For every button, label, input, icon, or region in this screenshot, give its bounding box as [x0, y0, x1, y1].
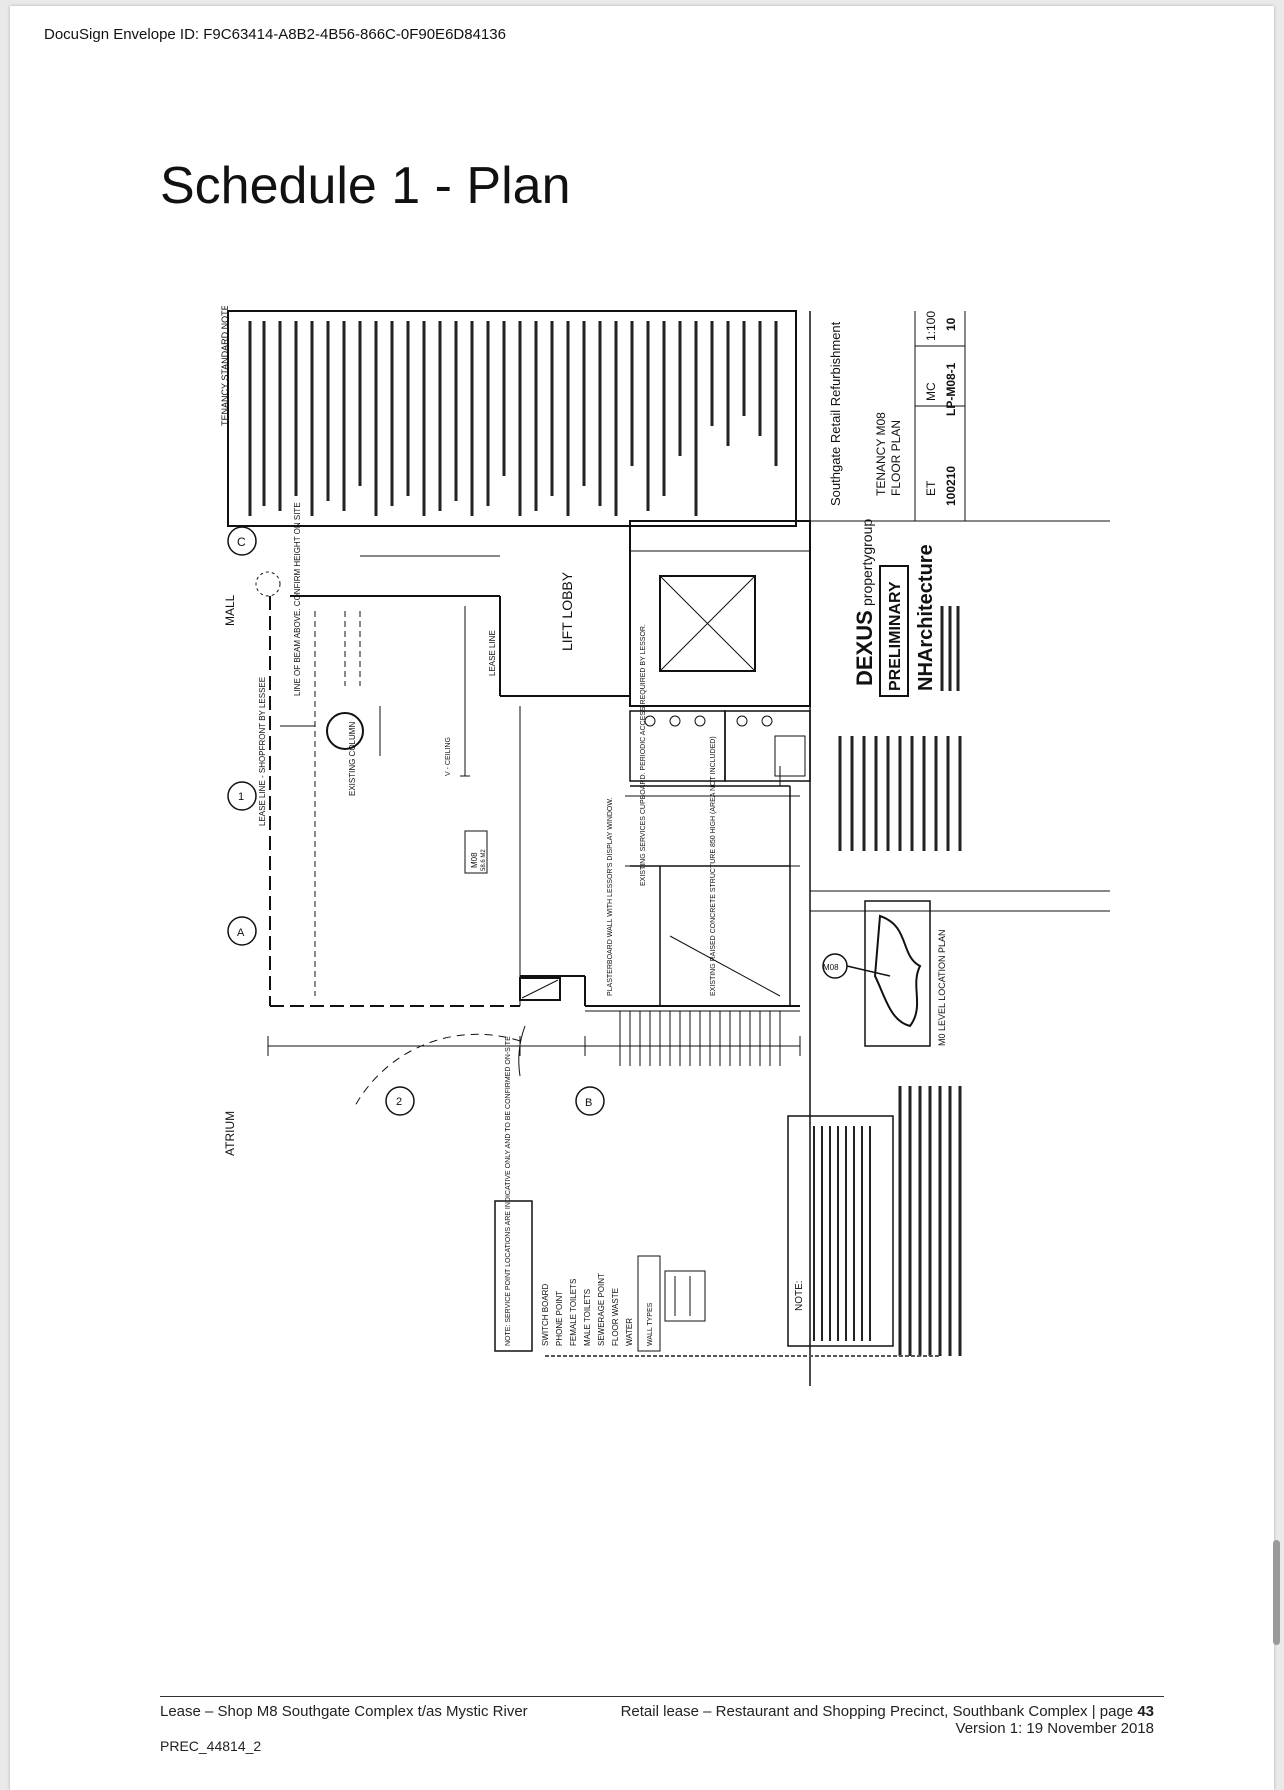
architect-logo: NHArchitecture — [915, 544, 937, 691]
drawn-by: ET — [924, 480, 938, 496]
architect-address — [940, 606, 960, 691]
legend-item: FEMALE TOILETS — [569, 1279, 578, 1346]
note-heading: NOTE: — [794, 1280, 805, 1311]
client-logo: DEXUS — [852, 610, 877, 686]
footer-version: Version 1: 19 November 2018 — [955, 1720, 1154, 1737]
floor-plan-svg: TENANCY STANDARD NOTES — [220, 306, 1110, 1386]
svg-text:2: 2 — [396, 1096, 402, 1108]
page-number: 43 — [1137, 1703, 1154, 1720]
legend-item: WATER — [625, 1318, 634, 1346]
legend-item: SWITCH BOARD — [541, 1284, 550, 1346]
atrium-stairs — [354, 1005, 800, 1107]
section-markers: C 1 A 2 B — [227, 526, 605, 1116]
floor-plan-drawing: TENANCY STANDARD NOTES — [220, 306, 1110, 1566]
tenancy-tag: M08 — [470, 852, 479, 868]
mall-label: MALL — [223, 594, 237, 626]
note-text — [813, 1126, 871, 1341]
column-label: EXISTING COLUMN — [348, 722, 357, 796]
disclaimer-text — [898, 1086, 962, 1356]
lease-line-label: LEASE LINE — [488, 630, 497, 676]
raised-structure-note: EXISTING RAISED CONCRETE STRUCTURE 850 H… — [710, 736, 717, 996]
notes-text-lines — [248, 321, 778, 516]
services-cupboard-note: EXISTING SERVICES CUPBOARD. PERIODIC ACC… — [640, 624, 647, 886]
svg-text:1: 1 — [238, 791, 244, 803]
shopfront-lease-line-label: LEASE LINE - SHOPFRONT BY LESSEE — [258, 677, 267, 826]
plan-labels: MALL ATRIUM LIFT LOBBY LEASE LINE - SHOP… — [223, 502, 717, 1156]
service-note-text: NOTE: SERVICE POINT LOCATIONS ARE INDICA… — [505, 1036, 512, 1346]
page-title: Schedule 1 - Plan — [160, 157, 571, 215]
legend-item: MALE TOILETS — [583, 1289, 592, 1346]
marker-1: 1 — [227, 781, 257, 811]
vertical-scrollbar[interactable] — [1273, 1540, 1280, 1645]
checked-by: MC — [924, 382, 938, 401]
drawing-title-2: FLOOR PLAN — [889, 420, 903, 496]
drawing-title-1: TENANCY M08 — [874, 412, 888, 496]
marker-a: A — [227, 916, 257, 946]
preliminary-stamp: PRELIMINARY — [887, 581, 904, 691]
legend-item: FLOOR WASTE — [611, 1288, 620, 1346]
footer-page-info: Retail lease – Restaurant and Shopping P… — [621, 1703, 1154, 1737]
legend-item: SEWERAGE POINT — [597, 1273, 606, 1346]
footer-divider — [160, 1696, 1164, 1697]
service-note: NOTE: SERVICE POINT LOCATIONS ARE INDICA… — [494, 1036, 706, 1352]
beam-note: LINE OF BEAM ABOVE. CONFIRM HEIGHT ON SI… — [293, 502, 302, 696]
lift-lobby-label: LIFT LOBBY — [559, 571, 575, 651]
marker-b: B — [575, 1086, 605, 1116]
scale: 1:100 — [924, 311, 938, 341]
plasterboard-note: PLASTERBOARD WALL WITH LESSOR'S DISPLAY … — [607, 797, 614, 996]
ceiling-label: V - CEILING — [445, 737, 452, 776]
tenancy-notes-box: TENANCY STANDARD NOTES — [220, 306, 797, 527]
project-name: Southgate Retail Refurbishment — [828, 321, 843, 506]
wall-types-label: WALL TYPES — [647, 1302, 654, 1346]
legend-item: PHONE POINT — [555, 1291, 564, 1346]
notes-heading: TENANCY STANDARD NOTES — [220, 306, 230, 426]
marker-c: C — [227, 526, 281, 597]
tenancy-outline — [269, 595, 630, 1007]
document-page: DocuSign Envelope ID: F9C63414-A8B2-4B56… — [10, 6, 1274, 1790]
tenancy-area: 58.6 M2 — [481, 849, 487, 871]
footer-right-line-1: Retail lease – Restaurant and Shopping P… — [621, 1703, 1154, 1720]
svg-text:A: A — [237, 927, 245, 939]
general-note-box: NOTE: — [787, 1115, 894, 1347]
location-tag: M08 — [823, 963, 839, 972]
dimension-lines — [267, 555, 801, 1056]
atrium-label: ATRIUM — [223, 1111, 237, 1156]
legend: SWITCH BOARD PHONE POINT FEMALE TOILETS … — [541, 1273, 634, 1346]
envelope-id: DocuSign Envelope ID: F9C63414-A8B2-4B56… — [44, 26, 506, 43]
title-block: Southgate Retail Refurbishment TENANCY M… — [809, 311, 1110, 1386]
project-number: 100210 — [944, 466, 958, 506]
svg-text:C: C — [237, 535, 246, 549]
drawing-number: LP-M08-1 — [944, 362, 958, 416]
footer-lease-type: Retail lease – Restaurant and Shopping P… — [620, 1703, 1138, 1720]
revision: 10 — [944, 317, 958, 331]
client-logo-suffix: propertygroup — [859, 519, 875, 606]
marker-2: 2 — [385, 1086, 415, 1116]
svg-text:B: B — [585, 1097, 592, 1109]
location-plan-label: M0 LEVEL LOCATION PLAN — [937, 929, 947, 1046]
footer-lease-title: Lease – Shop M8 Southgate Complex t/as M… — [160, 1703, 528, 1720]
revision-table — [838, 736, 962, 851]
footer-reference: PREC_44814_2 — [160, 1738, 262, 1754]
lift-lobby-area — [629, 520, 811, 1007]
